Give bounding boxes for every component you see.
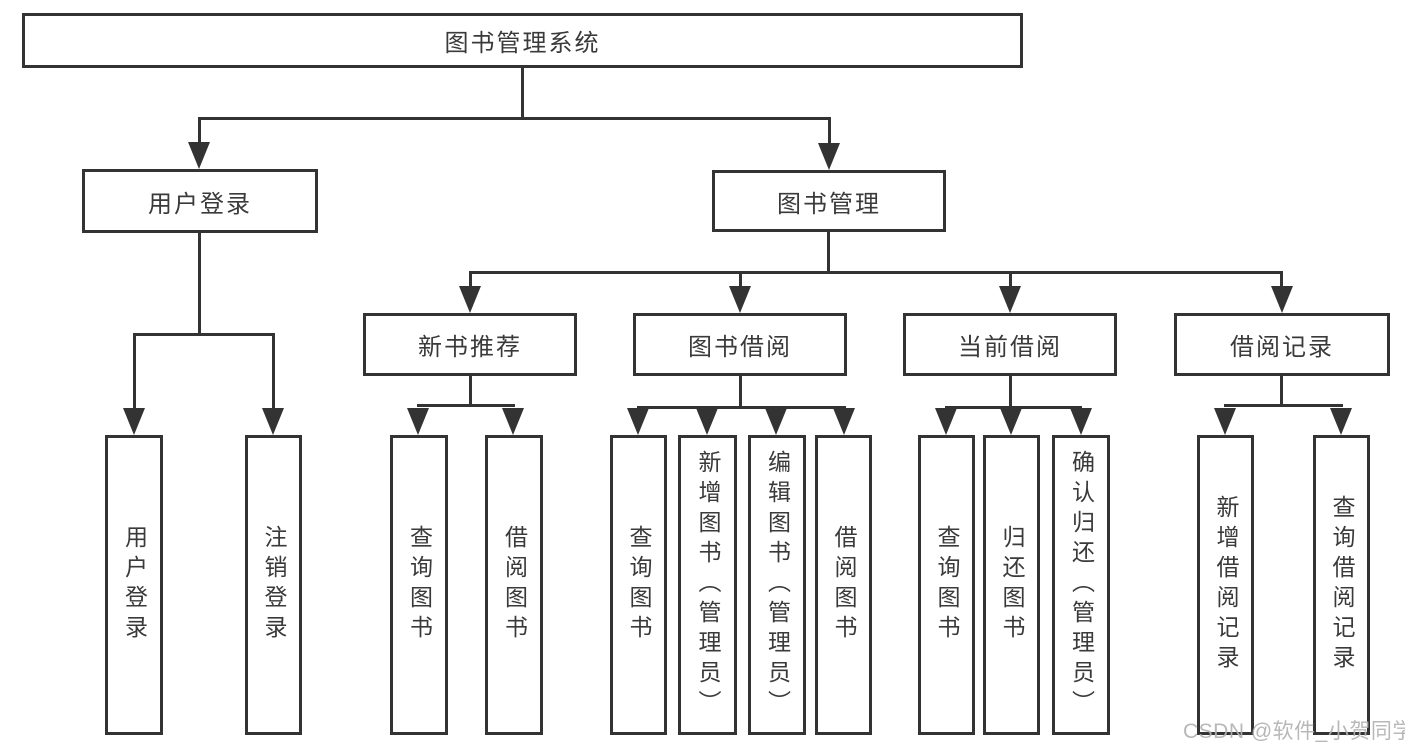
- arrowhead-icon: [1214, 408, 1236, 435]
- leaf-br-add-record-label: 新增借阅记录: [1213, 495, 1239, 675]
- watermark: CSDN @软件_小贺同学: [1183, 720, 1405, 743]
- leaf-bb-edit-book-admin: 编辑图书（管理员）: [748, 435, 806, 735]
- leaf-cb-return-book: 归还图书: [983, 435, 1040, 735]
- connector-drop: [469, 271, 472, 288]
- arrowhead-icon: [262, 408, 284, 435]
- connector-drop: [133, 333, 136, 409]
- arrowhead-icon: [765, 408, 787, 435]
- leaf-bb-query-book-label: 查询图书: [626, 525, 652, 645]
- connector-drop-book-management: [828, 117, 831, 145]
- leaf-br-add-record: 新增借阅记录: [1197, 435, 1254, 735]
- leaf-bb-borrow-book: 借阅图书: [815, 435, 872, 735]
- arrowhead-icon: [459, 286, 481, 313]
- connector-stem: [469, 376, 472, 407]
- node-book-borrow-label: 图书借阅: [688, 334, 792, 361]
- connector-root-stem: [521, 68, 524, 120]
- node-borrow-records-label: 借阅记录: [1230, 334, 1334, 361]
- connector-stem: [1280, 376, 1283, 407]
- arrowhead-icon: [833, 408, 855, 435]
- arrowhead-icon: [502, 408, 524, 435]
- leaf-cb-return-book-label: 归还图书: [999, 525, 1025, 645]
- node-root-label: 图书管理系统: [444, 30, 601, 57]
- connector-drop-user-login: [198, 117, 201, 145]
- node-root: 图书管理系统: [22, 13, 1023, 68]
- leaf-nb-query-book-label: 查询图书: [406, 525, 433, 645]
- node-new-book-recommend: 新书推荐: [363, 313, 577, 376]
- leaf-nb-borrow-book: 借阅图书: [485, 435, 543, 735]
- arrowhead-icon: [1070, 408, 1092, 435]
- connector-children: [945, 406, 1082, 409]
- leaf-cb-query-book-label: 查询图书: [934, 525, 960, 645]
- arrowhead-icon: [188, 142, 210, 169]
- connector-user-login-stem: [198, 233, 201, 335]
- connector-level1: [198, 117, 831, 120]
- connector-drop: [739, 271, 742, 288]
- connector-stem: [1009, 376, 1012, 408]
- node-user-login-label: 用户登录: [148, 190, 252, 218]
- arrowhead-icon: [123, 408, 145, 435]
- leaf-cb-confirm-return-admin: 确认归还（管理员）: [1052, 435, 1110, 735]
- leaf-bb-borrow-book-label: 借阅图书: [831, 525, 857, 645]
- node-new-book-recommend-label: 新书推荐: [418, 334, 522, 361]
- node-user-login: 用户登录: [82, 169, 318, 233]
- leaf-br-query-record-label: 查询借阅记录: [1329, 495, 1355, 675]
- node-borrow-records: 借阅记录: [1174, 313, 1390, 376]
- connector-children: [1224, 404, 1343, 407]
- node-book-management: 图书管理: [712, 170, 946, 232]
- leaf-logout: 注销登录: [245, 435, 302, 735]
- arrowhead-icon: [1330, 408, 1352, 435]
- connector-drop: [1009, 271, 1012, 288]
- leaf-user-login: 用户登录: [105, 435, 163, 735]
- connector-children: [637, 406, 846, 409]
- leaf-logout-label: 注销登录: [261, 525, 287, 645]
- leaf-cb-confirm-return-admin-label: 确认归还（管理员）: [1068, 450, 1095, 720]
- arrowhead-icon: [1271, 286, 1293, 313]
- node-current-borrow-label: 当前借阅: [958, 334, 1062, 361]
- arrowhead-icon: [935, 408, 957, 435]
- leaf-bb-add-book-admin-label: 新增图书（管理员）: [695, 450, 721, 720]
- node-book-borrow: 图书借阅: [633, 313, 847, 376]
- leaf-user-login-label: 用户登录: [121, 525, 148, 645]
- leaf-nb-borrow-book-label: 借阅图书: [501, 525, 528, 645]
- arrowhead-icon: [818, 143, 840, 170]
- leaf-br-query-record: 查询借阅记录: [1313, 435, 1370, 735]
- node-book-management-label: 图书管理: [777, 190, 881, 218]
- leaf-bb-query-book: 查询图书: [610, 435, 667, 735]
- connector-drop: [1280, 271, 1283, 288]
- arrowhead-icon: [696, 408, 718, 435]
- connector-stem: [739, 376, 742, 408]
- node-current-borrow: 当前借阅: [903, 313, 1117, 376]
- leaf-cb-query-book: 查询图书: [918, 435, 975, 735]
- arrowhead-icon: [729, 286, 751, 313]
- arrowhead-icon: [627, 408, 649, 435]
- arrowhead-icon: [407, 408, 429, 435]
- connector-children: [417, 404, 515, 407]
- arrowhead-icon: [1000, 408, 1022, 435]
- connector-user-login-children: [133, 333, 275, 336]
- leaf-bb-edit-book-admin-label: 编辑图书（管理员）: [764, 450, 791, 720]
- leaf-bb-add-book-admin: 新增图书（管理员）: [678, 435, 737, 735]
- arrowhead-icon: [999, 286, 1021, 313]
- leaf-nb-query-book: 查询图书: [390, 435, 448, 735]
- connector-book-management-stem: [827, 232, 830, 273]
- connector-level3: [469, 271, 1283, 274]
- connector-drop: [272, 333, 275, 409]
